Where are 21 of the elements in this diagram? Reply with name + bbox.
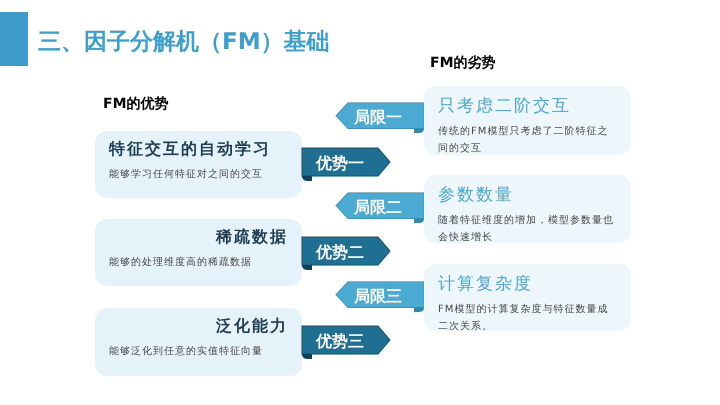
- section-heading: FM的优势: [103, 95, 168, 113]
- card-description: 能够学习任何特征对之间的交互: [109, 168, 264, 182]
- section-heading: FM的劣势: [430, 54, 496, 72]
- text-card: [95, 308, 302, 376]
- card-heading: 稀疏数据: [214, 227, 288, 248]
- text-card: [95, 219, 302, 286]
- card-heading: 计算复杂度: [438, 273, 534, 295]
- card-heading: 特征交互的自动学习: [109, 139, 272, 160]
- card-heading: 泛化能力: [215, 316, 288, 337]
- card-heading: 参数数量: [438, 184, 515, 206]
- text-card: [424, 264, 631, 331]
- text-card: [424, 175, 631, 243]
- text-card: [424, 86, 631, 155]
- card-description: 随着特征维度的增加，模型参数量也会快速增长: [438, 214, 615, 245]
- slide-title: 三、因子分解机（FM）基础: [38, 28, 330, 57]
- card-description: 能够的处理维度高的稀疏数据: [109, 256, 253, 270]
- card-description: 传统的FM模型只考虑了二阶特征之间的交互: [438, 124, 610, 156]
- text-card: [95, 131, 302, 198]
- card-description: 能够泛化到任意的实值特征向量: [109, 344, 264, 359]
- card-heading: 只考虑二阶交互: [438, 95, 572, 117]
- card-description: FM模型的计算复杂度与特征数量成二次关系。: [438, 302, 610, 334]
